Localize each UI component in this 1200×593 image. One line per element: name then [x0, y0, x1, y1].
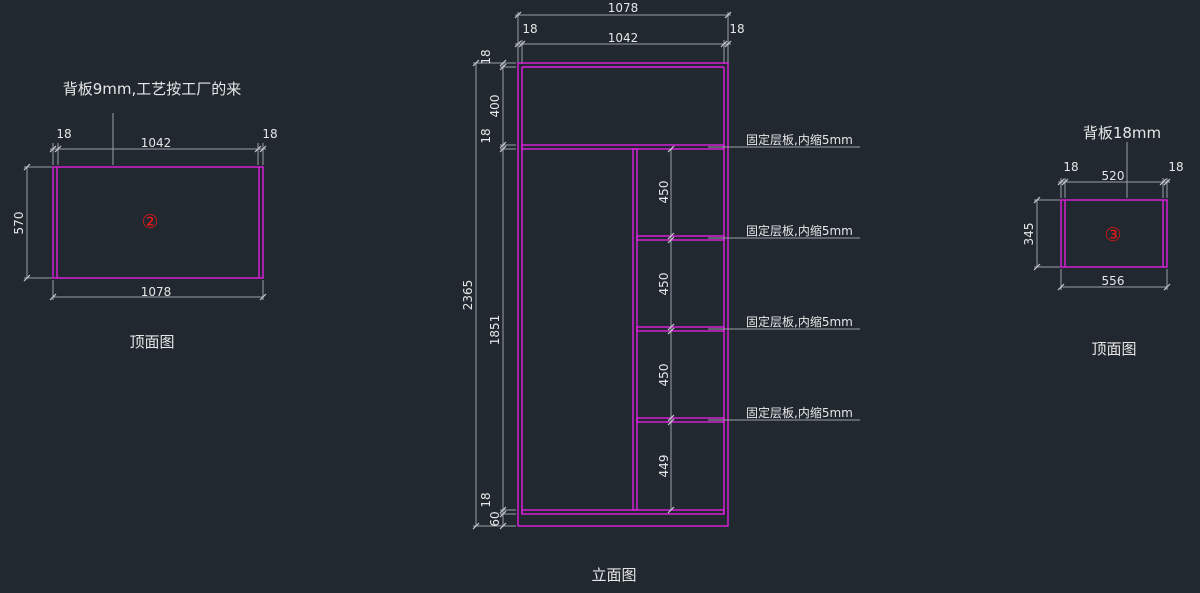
- left-dim-right-edge: 18: [262, 127, 277, 141]
- left-view-tag: ②: [141, 211, 158, 233]
- front-dim-mid-panel: 18: [479, 128, 493, 143]
- front-dim-total-height: 2365: [461, 280, 475, 311]
- shelf-note-4: 固定层板,内缩5mm: [746, 405, 853, 420]
- right-dim-depth: 345: [1022, 223, 1036, 246]
- right-view-caption: 顶面图: [1091, 340, 1136, 358]
- shelf-gap-3: 450: [657, 364, 671, 387]
- front-view-caption: 立面图: [591, 566, 636, 584]
- right-back-panel-note: 背板18mm: [1083, 124, 1161, 142]
- right-dim-total-width: 556: [1102, 274, 1125, 288]
- front-dim-bottom-panel: 18: [479, 492, 493, 507]
- left-view-caption: 顶面图: [129, 333, 174, 351]
- front-dim-left-side: 18: [522, 22, 537, 36]
- shelf-note-3: 固定层板,内缩5mm: [746, 314, 853, 329]
- shelf-gap-4: 449: [657, 455, 671, 478]
- right-top-view: 背板18mm 18 520 18 ③ 345 556 顶面图: [1022, 124, 1184, 358]
- shelf-gap-2: 450: [657, 273, 671, 296]
- wardrobe-outline: [517, 62, 729, 527]
- shelf-note-2: 固定层板,内缩5mm: [746, 223, 853, 238]
- fixed-middle-panel: [521, 144, 725, 150]
- right-dim-inner-width: 520: [1102, 169, 1125, 183]
- front-dim-total-width: 1078: [608, 1, 639, 15]
- front-dim-inner-width: 1042: [608, 31, 639, 45]
- cabinet-outer-frame: [517, 62, 729, 527]
- left-top-view: 背板9mm,工艺按工厂的来 18 1042 18 ② 570 1078: [12, 80, 278, 351]
- front-dim-top-space: 400: [488, 95, 502, 118]
- front-dim-top-panel: 18: [479, 49, 493, 64]
- front-dim-right-side: 18: [729, 22, 744, 36]
- right-dim-right-edge: 18: [1168, 160, 1183, 174]
- right-view-tag: ③: [1104, 224, 1121, 246]
- shelf-note-1: 固定层板,内缩5mm: [746, 132, 853, 147]
- front-dim-plinth: 60: [488, 511, 502, 526]
- left-dim-left-edge: 18: [56, 127, 71, 141]
- left-back-panel-note: 背板9mm,工艺按工厂的来: [63, 80, 242, 98]
- front-elevation-view: 1078 18 1042 18 2365 18 400 18 1851: [461, 1, 860, 584]
- left-dim-depth: 570: [12, 212, 26, 235]
- front-dim-body-height: 1851: [488, 315, 502, 346]
- left-dim-inner-width: 1042: [141, 136, 172, 150]
- left-top-panel-outline: [52, 166, 264, 279]
- left-dim-total-width: 1078: [141, 285, 172, 299]
- shelf-gap-1: 450: [657, 181, 671, 204]
- bottom-panel: [521, 509, 725, 515]
- right-dim-left-edge: 18: [1063, 160, 1078, 174]
- right-top-panel-outline: [1060, 199, 1168, 268]
